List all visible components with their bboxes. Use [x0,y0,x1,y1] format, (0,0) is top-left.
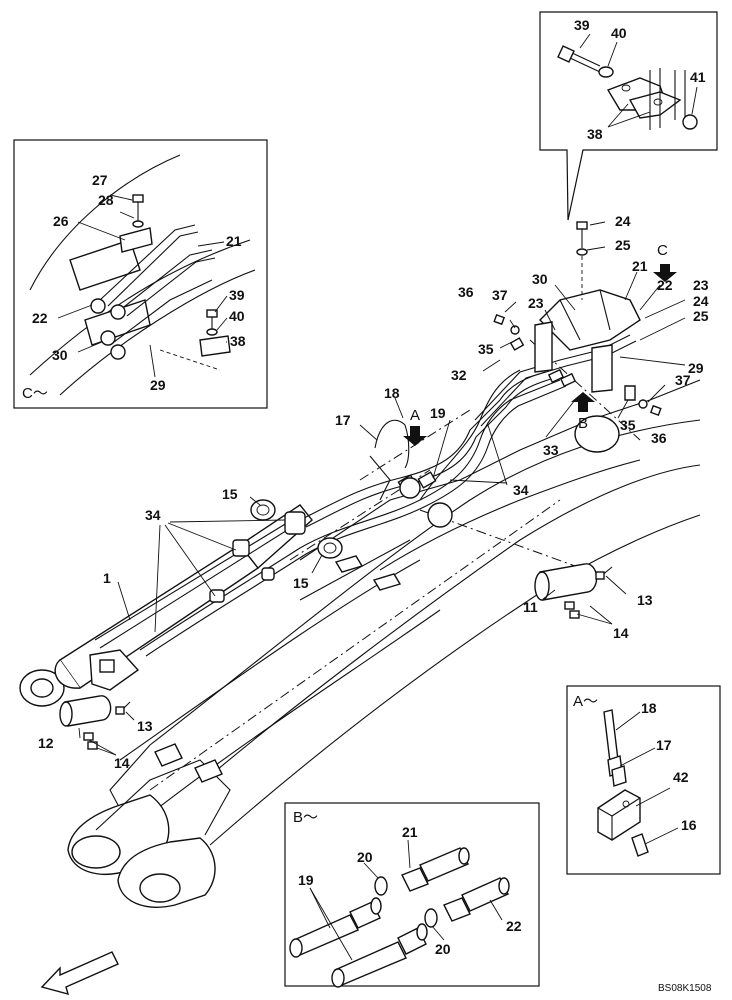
callout-21: 21 [632,258,648,274]
callout-30: 30 [52,347,68,363]
drawing-code: BS08K1508 [658,983,712,994]
nut-icon [564,601,580,619]
callout-37: 37 [675,372,691,388]
callout-41: 41 [690,69,706,85]
callout-40: 40 [229,308,245,324]
callout-25: 25 [693,308,709,324]
leader-lines [78,221,686,756]
callout-32: 32 [451,367,467,383]
callout-22: 22 [32,310,48,326]
callout-36: 36 [458,284,474,300]
clamp-plate [154,743,183,767]
callout-22: 22 [657,277,673,293]
clamp-plate [372,573,402,591]
callout-20: 20 [357,849,373,865]
hose-clamp [209,589,225,603]
washer [250,499,276,521]
o-ring [574,415,620,453]
pin-boss [399,477,421,499]
view-marker-a: A [410,407,420,424]
callout-33: 33 [543,442,559,458]
detail-clamp-box: 39 40 41 38 [539,11,718,221]
callout-14: 14 [613,625,629,641]
bolt-icon [595,566,613,580]
callout-38: 38 [587,126,603,142]
callout-39: 39 [574,17,590,33]
callout-34: 34 [513,482,529,498]
hose-clamp [232,539,250,557]
callout-24: 24 [693,293,709,309]
callout-28: 28 [98,192,114,208]
callout-34: 34 [145,507,161,523]
callout-30: 30 [532,271,548,287]
clamp-plate [194,759,223,783]
view-arrows [403,264,677,446]
callout-13: 13 [137,718,153,734]
callout-17: 17 [656,737,672,753]
detail-c-title: C～ [22,385,48,402]
bolt-icon [115,701,131,715]
callout-19: 19 [430,405,446,421]
pin-12 [64,695,112,727]
callout-18: 18 [641,700,657,716]
callout-14: 14 [114,755,130,771]
callout-38: 38 [230,333,246,349]
callout-21: 21 [402,824,418,840]
clamp-plate [334,555,364,573]
callout-23: 23 [693,277,709,293]
washer [317,537,343,559]
callout-23: 23 [528,295,544,311]
hose-clamp [284,511,306,535]
arrow-down-icon [653,264,677,282]
arrow-down-icon [403,426,427,446]
detail-c-box: 27 28 26 21 22 39 40 38 30 29 C～ [13,139,268,409]
callout-27: 27 [92,172,108,188]
boom-body [67,379,701,908]
callout-18: 18 [384,385,400,401]
callout-26: 26 [53,213,69,229]
view-marker-b: B [578,415,588,432]
callout-13: 13 [637,592,653,608]
callout-20: 20 [435,941,451,957]
main-callouts: 1 11 12 13 13 14 14 15 15 17 18 19 21 22… [38,213,709,771]
callout-12: 12 [38,735,54,751]
arrow-up-icon [571,392,595,412]
callout-15: 15 [222,486,238,502]
callout-29: 29 [150,377,166,393]
detail-a-title: A～ [573,693,598,710]
callout-36: 36 [651,430,667,446]
detail-a-box: 18 17 42 16 A～ [566,685,721,875]
callout-1: 1 [103,570,111,586]
callout-21: 21 [226,233,242,249]
callout-35: 35 [478,341,494,357]
callout-29: 29 [688,360,704,376]
boom-cylinder [19,504,313,707]
hose-clamp [261,567,275,581]
pin-boss [427,502,453,528]
callout-40: 40 [611,25,627,41]
callout-35: 35 [620,417,636,433]
callout-19: 19 [298,872,314,888]
callout-22: 22 [506,918,522,934]
detail-b-box: 21 20 19 20 22 B～ [284,802,540,988]
callout-24: 24 [615,213,631,229]
grease-line [374,419,410,469]
pins [59,221,662,750]
detail-b-title: B～ [293,809,318,826]
callout-16: 16 [681,817,697,833]
view-marker-c: C [657,242,668,259]
callout-25: 25 [615,237,631,253]
front-arrow-icon [40,951,119,995]
callout-37: 37 [492,287,508,303]
callout-42: 42 [673,769,689,785]
hose-bracket [539,289,641,351]
callout-39: 39 [229,287,245,303]
callout-11: 11 [523,599,538,615]
callout-17: 17 [335,412,351,428]
callout-15: 15 [293,575,309,591]
